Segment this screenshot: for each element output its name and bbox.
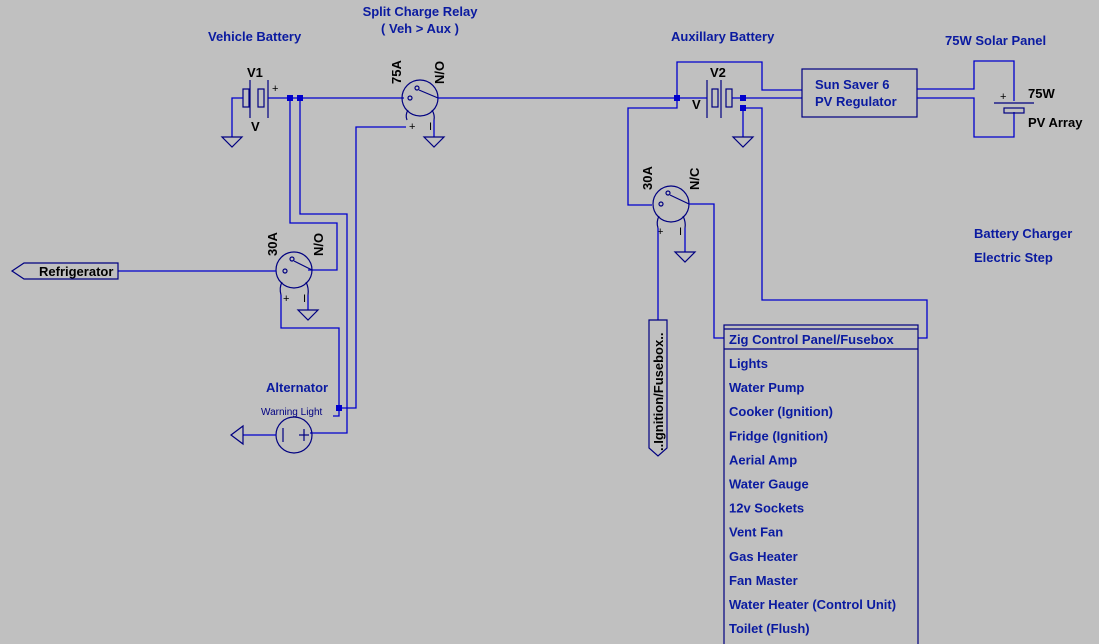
pv-value: 75W xyxy=(1028,86,1055,101)
control-panel-item: 12v Sockets xyxy=(729,501,804,516)
relay-aux-rating: 30A xyxy=(640,166,655,190)
v2-value: V xyxy=(692,97,701,112)
v1-plus: + xyxy=(272,83,278,95)
ignition-fusebox-port[interactable]: ..Ignition/Fusebox.. xyxy=(648,319,668,457)
control-panel-item: Aerial Amp xyxy=(729,452,797,467)
relay-split-type: N/O xyxy=(432,61,447,84)
relay-aux[interactable]: 30A N/C + I xyxy=(640,166,702,238)
pv-regulator[interactable]: Sun Saver 6 PV Regulator xyxy=(801,68,918,118)
control-panel-item: Water Heater (Control Unit) xyxy=(729,597,896,612)
relay-fridge-type: N/O xyxy=(311,233,326,256)
ground-icon xyxy=(296,309,320,321)
control-panel-title: Zig Control Panel/Fusebox xyxy=(729,332,894,347)
alternator[interactable] xyxy=(275,416,313,454)
vehicle-battery-title: Vehicle Battery xyxy=(208,29,302,44)
control-panel-item: Gas Heater xyxy=(729,549,798,564)
control-panel-item: Lights xyxy=(729,356,768,371)
regulator-line2: PV Regulator xyxy=(815,94,897,109)
relay-fridge-rating: 30A xyxy=(265,232,280,256)
ground-icon xyxy=(673,251,697,263)
pv-name: PV Array xyxy=(1028,115,1083,130)
control-panel-item: Cooker (Ignition) xyxy=(729,404,833,419)
relay-aux-type: N/C xyxy=(687,167,702,190)
warning-light-label: Warning Light xyxy=(261,407,323,418)
control-panel-item: Water Gauge xyxy=(729,477,809,492)
relay-split-charge[interactable]: 75A N/O + I xyxy=(389,60,447,133)
solar-panel-title: 75W Solar Panel xyxy=(945,33,1046,48)
v1-name: V1 xyxy=(247,65,263,80)
relay-split-plus: + xyxy=(409,121,415,133)
refrigerator-port-label: Refrigerator xyxy=(39,264,113,279)
electric-step-label: Electric Step xyxy=(974,250,1053,265)
relay-aux-plus: + xyxy=(657,226,663,238)
control-panel-item: Fan Master xyxy=(729,573,798,588)
relay-split-minus: I xyxy=(429,121,432,133)
pv-array[interactable]: + 75W PV Array xyxy=(994,86,1083,130)
relay-fridge-plus: + xyxy=(283,293,289,305)
split-relay-subtitle: ( Veh > Aux ) xyxy=(381,21,459,36)
battery-charger-label: Battery Charger xyxy=(974,226,1072,241)
control-panel-item: Fridge (Ignition) xyxy=(729,428,828,443)
alternator-title: Alternator xyxy=(266,380,328,395)
v1-value: V xyxy=(251,119,260,134)
refrigerator-port[interactable]: Refrigerator xyxy=(10,262,119,280)
split-relay-title: Split Charge Relay xyxy=(363,4,479,19)
ground-icon xyxy=(422,136,446,148)
ground-icon xyxy=(731,136,755,148)
relay-fridge-minus: I xyxy=(303,293,306,305)
regulator-line1: Sun Saver 6 xyxy=(815,77,889,92)
pv-plus: + xyxy=(1000,91,1006,103)
relay-fridge[interactable]: 30A N/O + I xyxy=(265,232,326,305)
battery-v2[interactable]: V2 V xyxy=(692,65,733,118)
alternator-output-port xyxy=(230,424,244,446)
relay-split-rating: 75A xyxy=(389,60,404,84)
control-panel-item: Vent Fan xyxy=(729,525,783,540)
relay-aux-minus: I xyxy=(679,226,682,238)
v2-name: V2 xyxy=(710,65,726,80)
control-panel-item: Toilet (Flush) xyxy=(729,621,810,636)
battery-v1[interactable]: V1 V + xyxy=(242,65,278,134)
ground-icon xyxy=(220,136,244,148)
control-panel-item: Water Pump xyxy=(729,380,804,395)
aux-battery-title: Auxillary Battery xyxy=(671,29,775,44)
ignition-port-label: ..Ignition/Fusebox.. xyxy=(651,333,666,451)
